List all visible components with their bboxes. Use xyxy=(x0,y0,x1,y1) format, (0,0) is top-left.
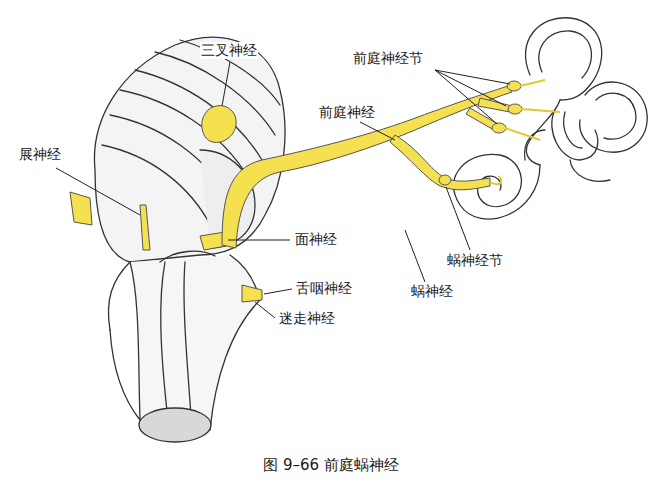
part-label: 面神经 xyxy=(294,231,338,248)
part-label: 蜗神经节 xyxy=(446,252,504,269)
part-label: 蜗神经 xyxy=(410,283,454,300)
figure-caption: 图 9–66 前庭蜗神经 xyxy=(263,456,399,474)
part-label: 前庭神经节 xyxy=(352,50,424,67)
part-label: 舌咽神经 xyxy=(295,280,353,297)
part-label: 迷走神经 xyxy=(278,310,336,327)
part-label: 展神经 xyxy=(18,146,62,163)
part-label: 三叉神经 xyxy=(200,42,258,59)
part-label: 前庭神经 xyxy=(318,104,376,121)
